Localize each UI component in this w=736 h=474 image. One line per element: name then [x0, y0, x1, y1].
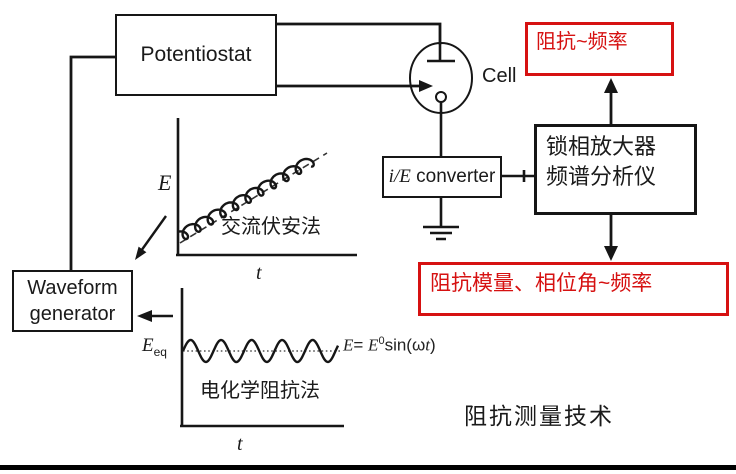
eis-method-label: 电化学阻抗法 — [200, 380, 320, 402]
graph2-axes — [180, 288, 344, 428]
arrow-graph1-to-waveform-line — [140, 215, 167, 252]
lockin-spectrum-box: 锁相放大器 频谱分析仪 — [534, 124, 697, 215]
graph1-axes — [176, 118, 357, 257]
arrow-left-icon — [137, 310, 152, 322]
modulus-phase-frequency-label: 阻抗模量、相位角~频率 — [430, 272, 653, 295]
wire-ie-to-lockin — [502, 170, 534, 182]
bottom-divider-bar — [0, 465, 736, 470]
ground-icon — [423, 198, 459, 241]
ie-converter-box: i/E converter — [382, 156, 502, 198]
page-title: 阻抗测量技术 — [464, 403, 614, 429]
graph2-sine-wave — [181, 338, 340, 364]
potentiostat-box: Potentiostat — [115, 14, 277, 96]
graph2-x-axis-label: t — [237, 433, 243, 455]
wire-potentiostat-to-waveform — [69, 55, 115, 270]
waveform-generator-label: Waveform generator — [27, 277, 118, 325]
graph1-ac-ramp-wave — [178, 157, 315, 241]
arrow-down-left-icon — [135, 246, 147, 260]
eeq-label: Eeq — [142, 335, 167, 359]
potentiostat-label: Potentiostat — [140, 43, 252, 67]
lockin-spectrum-label: 锁相放大器 频谱分析仪 — [546, 134, 657, 190]
arrow-right-icon — [419, 80, 433, 92]
arrow-down-icon — [604, 246, 618, 261]
graph1-x-axis-label: t — [256, 262, 262, 284]
impedance-frequency-box: 阻抗~频率 — [525, 22, 674, 76]
impedance-frequency-label: 阻抗~频率 — [536, 31, 628, 53]
wire-potentiostat-to-cell-top — [277, 22, 442, 45]
graph1-ramp-dashed — [179, 152, 328, 244]
waveform-generator-box: Waveform generator — [12, 270, 133, 332]
cell-label: Cell — [482, 65, 517, 87]
modulus-phase-frequency-box: 阻抗模量、相位角~频率 — [418, 262, 729, 316]
arrow-up-icon — [604, 78, 618, 93]
ie-converter-label: i/E converter — [388, 165, 496, 187]
graph1-y-axis-label: E — [158, 170, 172, 195]
sine-formula: E= E0sin(ωt) — [343, 335, 436, 355]
cell-electrode — [427, 45, 455, 63]
cell-terminal-dot — [435, 91, 447, 103]
ac-voltammetry-label: 交流伏安法 — [221, 216, 321, 238]
